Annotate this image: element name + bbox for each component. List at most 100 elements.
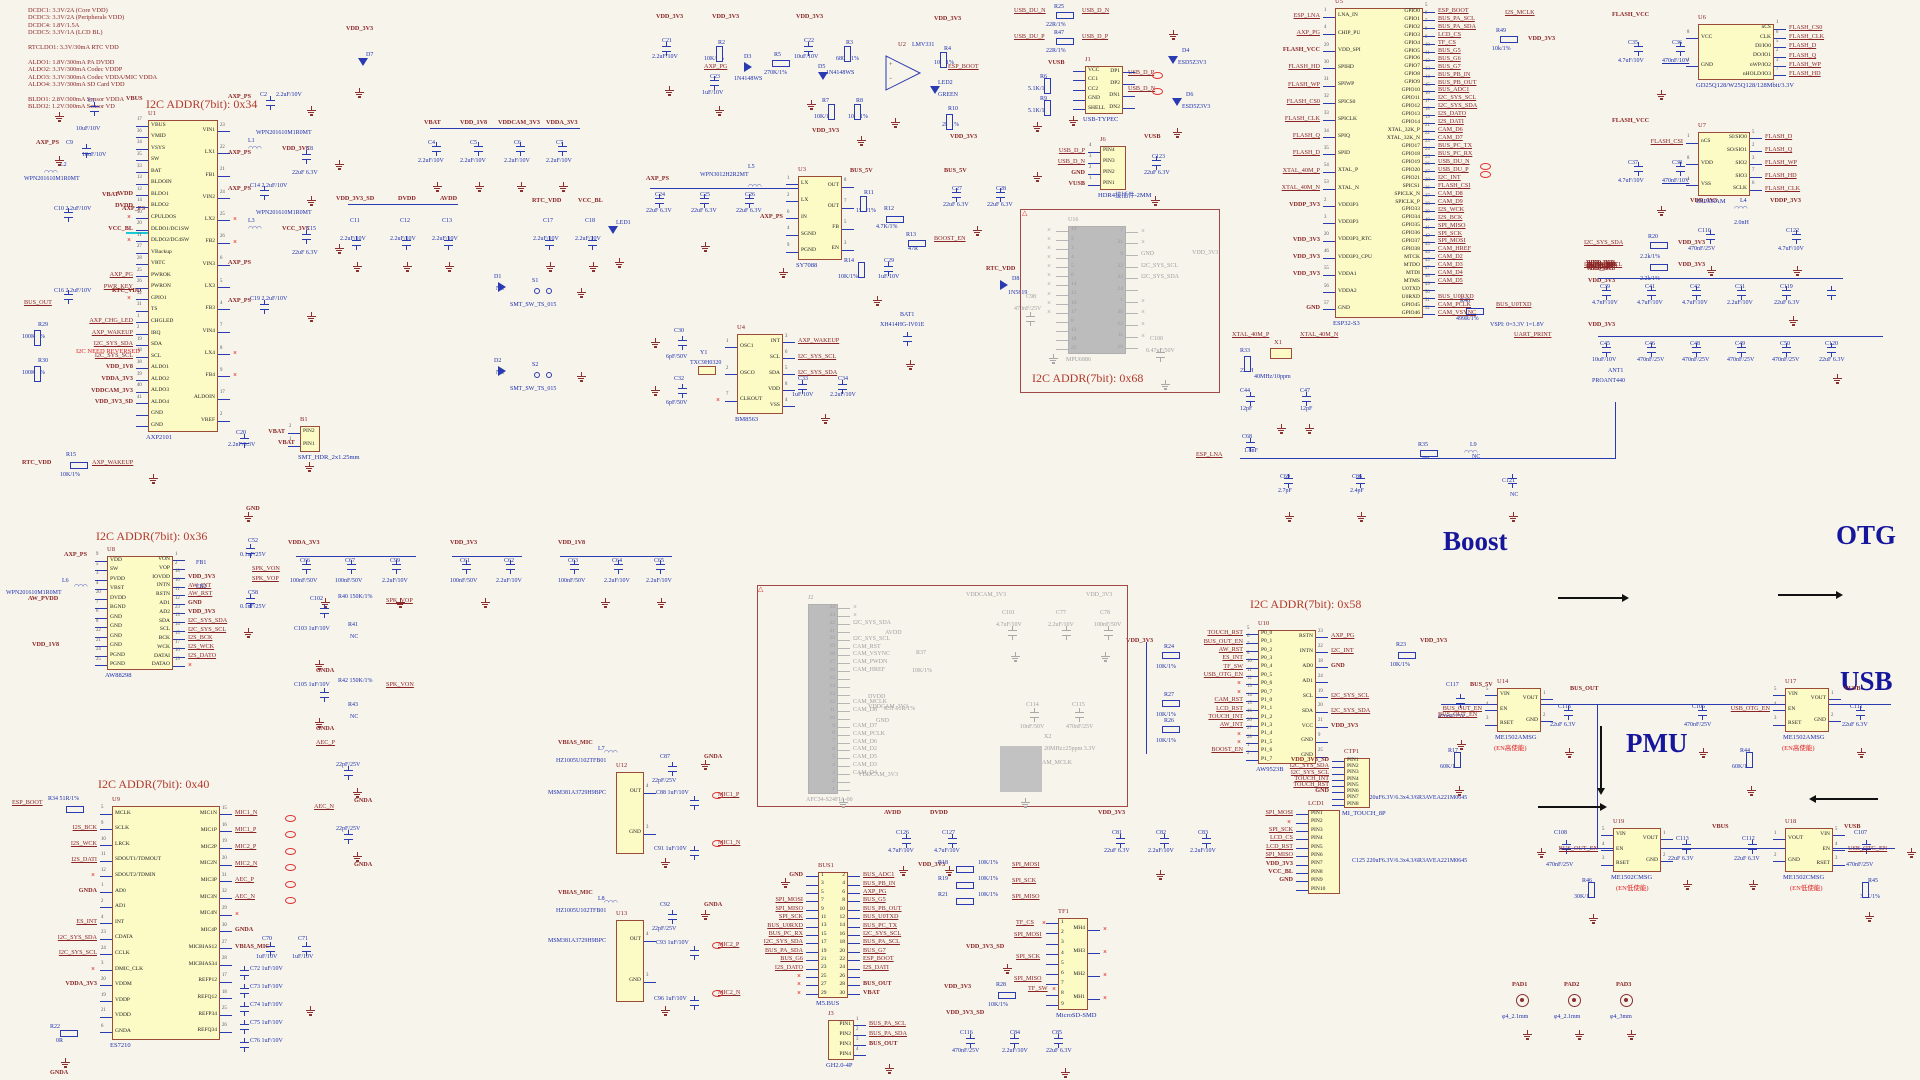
pin-stub	[220, 897, 232, 899]
capacitor-symbol	[655, 194, 664, 210]
pin-stub	[1296, 856, 1308, 858]
label-100nf-50v: 100nF/50V	[450, 578, 478, 584]
label-wpn201610m1r0mt: WPN201610M1R0MT	[256, 210, 312, 216]
pin-stub	[1126, 336, 1138, 338]
pin-pgnd: PGND	[801, 247, 816, 254]
pin-stub	[1750, 151, 1762, 153]
pin-4: 4	[832, 762, 835, 769]
pin-pin9: PIN9	[1311, 877, 1323, 884]
pin-number: 4	[1324, 25, 1327, 31]
pin-stub	[218, 264, 230, 266]
net-flash_wp: FLASH_WP	[1789, 61, 1821, 68]
no-connect-x: ×	[1047, 225, 1051, 234]
net-pwr_key: PWR_KEY	[103, 282, 133, 290]
pin-stub	[1296, 831, 1308, 832]
label-i2c-addr-7bit-0x36: I2C ADDR(7bit): 0x36	[96, 529, 208, 543]
pin-xtal_n: XTAL_N	[1338, 184, 1359, 191]
ground-symbol	[1746, 786, 1756, 796]
pin-pvdd: PVDD	[110, 575, 125, 582]
net-touch_rst: TOUCH_RST	[1207, 629, 1243, 637]
net-vbat: VBAT	[863, 988, 880, 996]
label-l3: L3	[248, 218, 255, 224]
net-vbias_mic: VBIAS_MIC	[235, 943, 270, 951]
pin-stub	[220, 948, 232, 950]
label-c31: C31	[1735, 284, 1746, 290]
diff-pair-marker	[712, 840, 723, 847]
pin-lx4: LX4	[204, 349, 215, 356]
pin-stub	[1323, 119, 1335, 121]
pin-p0_0: P0_0	[1261, 629, 1273, 636]
net-touch_int: TOUCH_INT	[1208, 712, 1243, 720]
pin-30: 30	[839, 989, 846, 996]
pin-stub	[1073, 70, 1085, 72]
net-cam_d4: CAM_D4	[1438, 269, 1463, 277]
label-100nf-50v: 100nF/50V	[1094, 622, 1122, 628]
pin-17: 17	[821, 939, 827, 946]
pin-bat: BAT	[151, 167, 162, 174]
pin-vout: VOUT	[1522, 694, 1538, 701]
label-470nf-10v: 470nF/10V	[1662, 58, 1690, 64]
net-vbat: VBAT	[268, 427, 285, 435]
diff-pair-marker	[712, 942, 723, 949]
pin-stub	[1423, 298, 1435, 300]
note-line: DCDC5: 3.3V/1A (LCD BL)	[28, 29, 103, 37]
capacitor-symbol	[996, 188, 1005, 204]
label-22uf-6-3v: 22uF 6.3V	[1774, 300, 1800, 306]
label-2-2k-1-: 2.2k/1%	[1640, 254, 1661, 260]
label-c47: C47	[1300, 388, 1311, 394]
no-connect-x: ×	[797, 972, 801, 980]
label-22uf-6-3v: 22uF 6.3V	[1734, 856, 1760, 862]
pin-number: 3	[1752, 155, 1755, 161]
capacitor-symbol	[1782, 286, 1791, 302]
ground-symbol	[838, 798, 848, 808]
pin-gnd: GND	[1646, 856, 1658, 863]
no-connect-x: ×	[233, 371, 237, 380]
pin-stub	[838, 663, 850, 665]
pin-spics0: SPICS0	[1338, 98, 1356, 105]
pin-number: 9	[787, 243, 790, 249]
label-c26: C26	[745, 192, 756, 198]
label-0-1nf-25v: 0.1nF/25V	[240, 552, 266, 558]
label-spi-sck: SPI_SCK	[1012, 877, 1037, 884]
capacitor-symbol	[678, 336, 687, 352]
pin-stub	[1046, 994, 1058, 996]
net-vcc_bl: VCC_BL	[1268, 868, 1293, 875]
label-spi-miso: SPI_MISO	[1014, 975, 1042, 982]
pin-stub	[1686, 185, 1698, 187]
ground-symbol	[972, 226, 982, 236]
ic-tf1	[1058, 918, 1088, 1010]
no-connect-x: ×	[1103, 924, 1107, 933]
label-aec-n: AEC_N	[314, 803, 334, 810]
net-vdd_3v3_sd: VDD_3V3_SD	[1290, 756, 1329, 764]
pin-stub	[1123, 108, 1135, 109]
pin-stub	[1246, 701, 1258, 703]
label-c15: C15	[306, 226, 317, 232]
pin-number: 13	[137, 175, 142, 181]
label-vdd-3v3: VDD_3V3	[812, 127, 840, 134]
pin-number: 1	[1089, 176, 1092, 181]
label-c78: C78	[1100, 610, 1111, 616]
label-bus-out: BUS_OUT	[1570, 685, 1599, 692]
net-spi_sck: SPI_SCK	[1268, 826, 1293, 833]
pin-stub	[1423, 67, 1435, 69]
flow-arrow-head	[1622, 594, 1629, 602]
label-r48: R48	[1460, 298, 1471, 304]
pin-number: 3	[1602, 856, 1605, 862]
resistor-symbol	[1044, 100, 1051, 116]
pin-number: 7	[220, 323, 223, 329]
pin-vcc: VCC	[1301, 722, 1313, 729]
pin-21: 21	[821, 956, 827, 962]
diff-pair-marker	[712, 792, 723, 799]
pin-gpio14: GPIO14	[1401, 119, 1420, 126]
label-cam-mclk: CAM_MCLK	[1038, 760, 1073, 766]
net-vdd_1v8: VDD_1V8	[105, 363, 133, 371]
label--4-2-1mm: φ4_2.1mm	[1502, 1014, 1529, 1020]
crystal-symbol	[698, 366, 716, 375]
pin-number: 3	[646, 825, 649, 830]
pin-mic1p: MIC1P	[200, 826, 217, 833]
net-flash_csi: FLASH_CSI	[1650, 137, 1683, 145]
pin-vop: VOP	[158, 564, 170, 571]
capacitor-symbol	[1602, 343, 1611, 359]
label-2-2uf-10v: 2.2uF/10V	[604, 578, 630, 584]
label-vdd-3v3-sd: VDD_3V3_SD	[946, 1009, 985, 1016]
